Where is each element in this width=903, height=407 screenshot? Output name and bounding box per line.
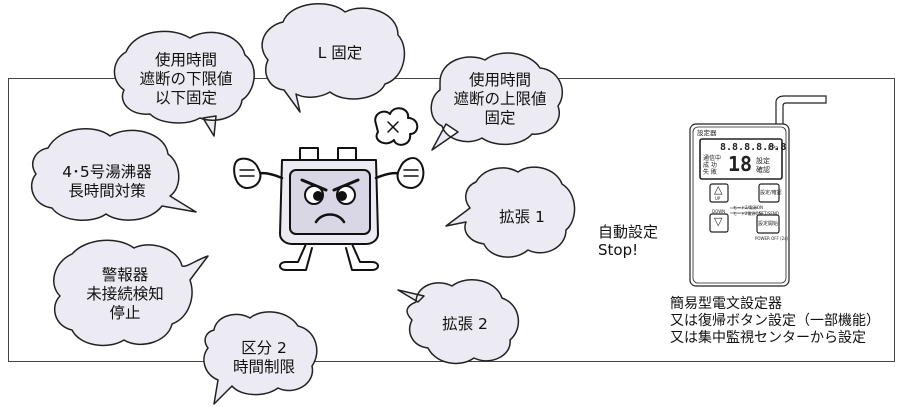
bubble-text-upper-limit: 使用時間 遮断の上限値 固定 [453,71,547,127]
device-mode-note-1: モード2/電源ON [733,205,764,210]
device-caption: 簡易型電文設定器 又は復帰ボタン設定（一部機能） 又は集中監視センターから設定 [670,296,880,346]
bubble-alarm [53,239,209,347]
device-mode-note-2: モード2電源ON [733,211,762,216]
device-lcd-mode: 設定 確認 [756,157,770,174]
bubble-text-ext2: 拡張 2 [442,315,488,333]
bubble-text-l-fixed: L 固定 [317,44,363,62]
bubble-l-fixed [261,2,406,113]
device-lcd-big: 18 [728,152,753,176]
setting-start-button[interactable]: 設定開始 [758,221,779,227]
setting-device [689,95,827,287]
down-arrow-icon[interactable]: ▽ [714,215,723,228]
down-button-label: DOWN [712,209,726,214]
device-cable [775,95,827,126]
auto-setting-stop-label: 自動設定 Stop! [598,223,659,259]
bubble-boiler [31,128,197,221]
device-lcd-digits: 8.8.8.8.8.8 [720,142,787,153]
bubble-upper-limit [430,52,563,151]
device-lcd-unit: kPa [768,145,779,152]
bubble-text-alarm: 警報器 未接続検知 停止 [86,266,164,322]
bubble-text-kubun: 区分 2 時間制限 [232,339,295,376]
device-panel-label: 設定器 [697,129,717,137]
bubble-ext1 [445,166,576,258]
bubble-ext2 [397,279,520,365]
setting-confirm-button[interactable]: 設定/確認 [760,190,782,196]
send-label: SET/SEND [759,211,779,216]
bubble-text-boiler: 4･5号湯沸器 長時間対策 [62,163,152,200]
up-arrow-icon[interactable]: △ [714,183,723,196]
bubble-kubun [203,311,318,405]
device-lcd-status: 通信中 成 功 失 敗 [703,155,722,176]
bubble-text-ext1: 拡張 1 [499,208,545,226]
power-off-label: POWER OFF (2s) [755,236,788,241]
bubble-text-lower-limit: 使用時間 遮断の下限値 以下固定 [139,51,233,107]
anger-puff-icon [374,107,419,146]
angry-mascot [233,107,425,271]
up-button-label: UP [715,196,721,201]
bubble-lower-limit [113,30,255,137]
